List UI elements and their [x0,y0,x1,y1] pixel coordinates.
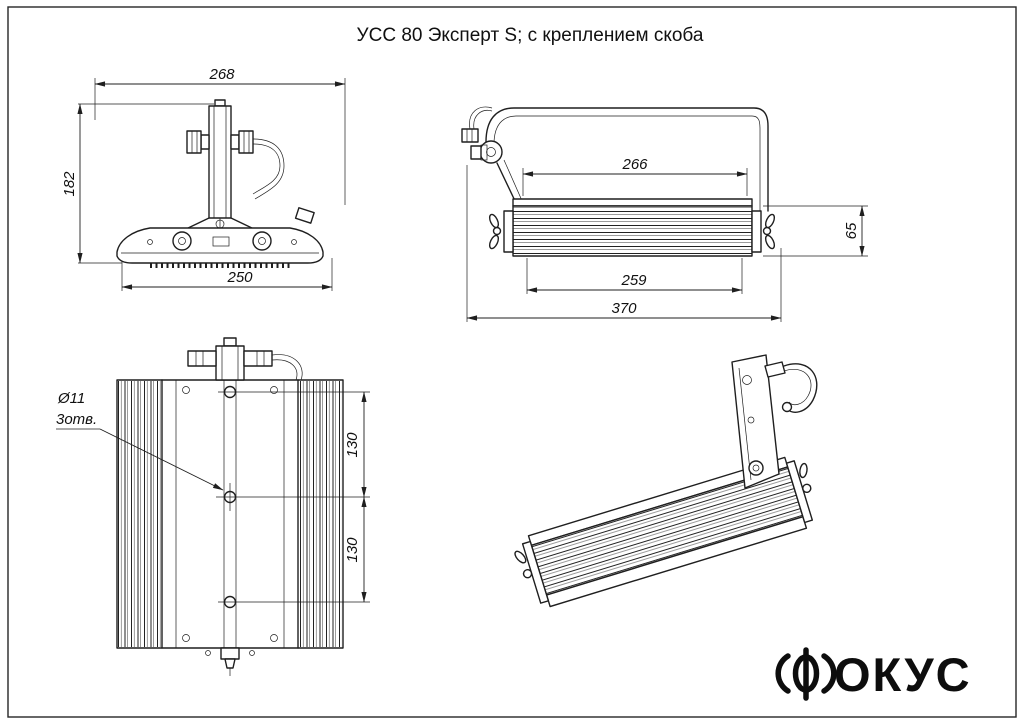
logo-wordmark: ОКУС [834,648,972,701]
luminaire-body-front [116,227,324,264]
wing-screw-right [764,213,776,229]
cable-gland-side [461,128,479,143]
fokus-logo: ОКУС [775,647,972,701]
gland-left-top-view [187,350,217,367]
power-cable [252,138,285,200]
cable-iso [783,363,818,413]
front-width-dimension: 268 [208,66,235,83]
end-cap-right [252,231,272,251]
mount-strap [485,107,769,212]
leader-line [99,428,224,491]
fin-band-right [298,381,342,647]
isometric-view [514,354,818,608]
wing-screw-left [488,213,500,229]
gland-right-top-view [243,350,273,367]
side-height-dimension: 65 [843,222,860,239]
holes-diameter-note: Ø11 [57,390,85,407]
finned-body-side [512,205,753,257]
drawing-title: УСС 80 Эксперт S; с креплением скоба [357,25,704,46]
drawing-border [7,6,1017,718]
fin-band-left [118,381,162,647]
focus-mark-icon [775,647,837,701]
pivot-bolt [470,145,482,160]
bracket-cap [214,99,226,107]
connector [220,647,240,660]
side-overall-dimension: 370 [611,300,637,317]
hole-spacing-top-dimension: 130 [344,432,361,458]
bracket-plate [208,105,232,219]
bracket-plate-iso [731,354,780,489]
body-top-plate [512,198,753,207]
holes-count-note: 3отв. [56,411,97,428]
bottom-view: 130 130 Ø11 3отв. [56,337,370,676]
end-cap-left [172,231,192,251]
side-fitting [294,207,315,224]
front-height-dimension: 182 [61,171,78,197]
cable-gland-right [238,130,254,154]
side-bottom-dimension: 259 [620,272,647,289]
front-body-width-dimension: 250 [226,269,253,286]
hole-spacing-bottom-dimension: 130 [344,537,361,563]
cable-gland-left [186,130,202,154]
pivot-iso [748,460,764,476]
gland-iso [764,361,786,378]
side-top-dimension: 266 [621,156,648,173]
side-view: 266 259 370 65 [461,106,868,322]
front-view: 268 182 250 [61,66,346,291]
bracket-top-view [215,345,245,381]
